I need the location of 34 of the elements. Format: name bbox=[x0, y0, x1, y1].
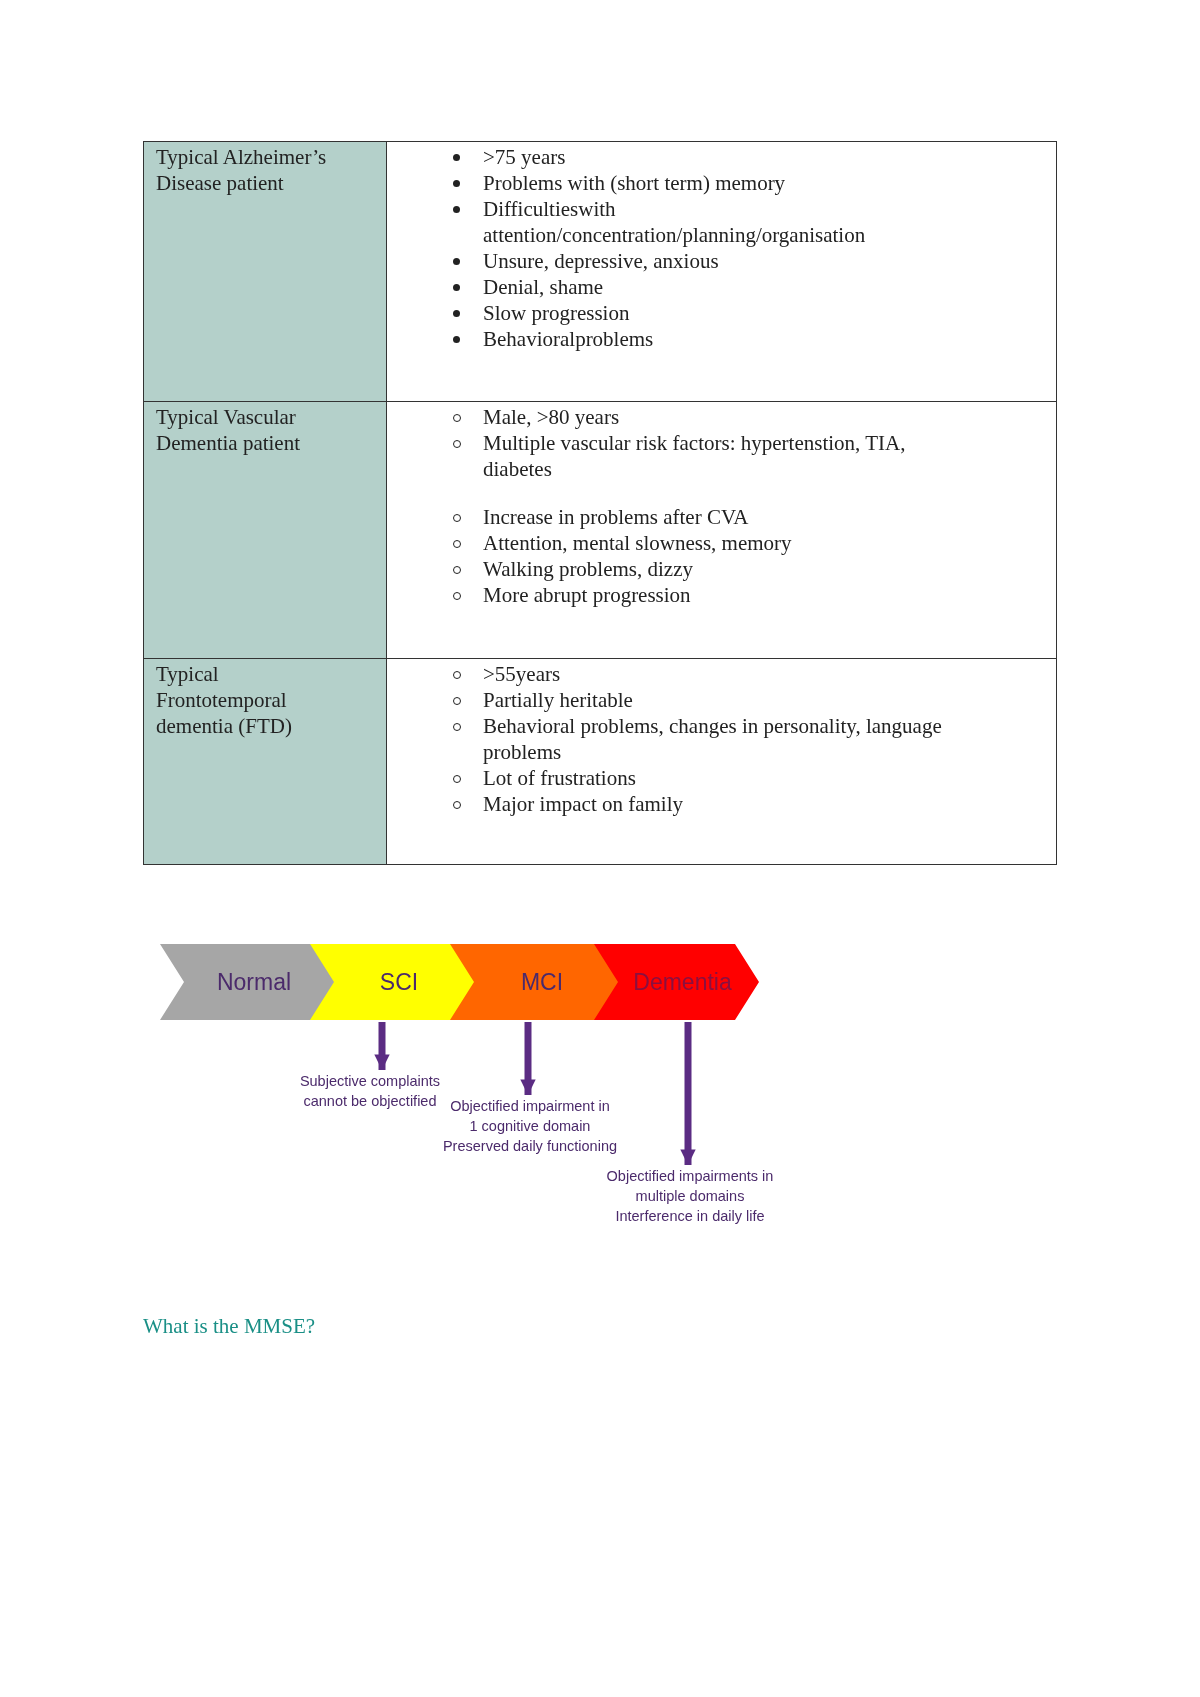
list-item: >75 years bbox=[483, 145, 566, 169]
list-item: Lot of frustrations bbox=[483, 766, 636, 790]
stage-label: Dementia bbox=[633, 968, 732, 996]
description-text: Subjective complaints cannot be objectified bbox=[298, 1072, 442, 1111]
description-text: Objectified impairment in 1 cognitive domain bbox=[450, 1097, 610, 1136]
list-item: Difficultieswith attention/concentration/planning/organisation bbox=[483, 197, 866, 247]
list-item: More abrupt progression bbox=[483, 583, 691, 607]
list-item: Male, >80 years bbox=[483, 405, 620, 429]
description-text: Preserved daily functioning bbox=[441, 1137, 619, 1156]
stage-label: MCI bbox=[520, 968, 564, 996]
list-item: Behavioralproblems bbox=[483, 327, 654, 351]
section-heading: What is the MMSE? bbox=[143, 1314, 316, 1339]
list-item: Partially heritable bbox=[483, 688, 633, 712]
chevron-shape bbox=[594, 944, 759, 1020]
list-item: >55years bbox=[483, 662, 561, 686]
list-item: Major impact on family bbox=[483, 792, 684, 816]
stage-label: SCI bbox=[379, 968, 419, 996]
chevron-shape bbox=[160, 944, 336, 1020]
list-item: Attention, mental slowness, memory bbox=[483, 531, 792, 555]
list-item: Problems with (short term) memory bbox=[483, 171, 786, 195]
list-item: Behavioral problems, changes in personality, language problems bbox=[483, 714, 942, 764]
list-item: Denial, shame bbox=[483, 275, 604, 299]
list-item: Unsure, depressive, anxious bbox=[483, 249, 719, 273]
row-header-cell: Typical Frontotemporal dementia (FTD) bbox=[143, 658, 387, 865]
list-item: Multiple vascular risk factors: hypertenstion, TIA, diabetes bbox=[483, 431, 906, 481]
list-item: Slow progression bbox=[483, 301, 630, 325]
stage-label: Normal bbox=[216, 968, 292, 996]
description-text: Objectified impairments in multiple domains bbox=[605, 1167, 775, 1206]
list-item: Walking problems, dizzy bbox=[483, 557, 693, 581]
description-text: Interference in daily life bbox=[614, 1207, 766, 1226]
row-header-cell: Typical Vascular Dementia patient bbox=[143, 401, 387, 659]
row-header-cell: Typical Alzheimer’s Disease patient bbox=[143, 141, 387, 402]
list-item: Increase in problems after CVA bbox=[483, 505, 749, 529]
chevron-shape bbox=[310, 944, 476, 1020]
